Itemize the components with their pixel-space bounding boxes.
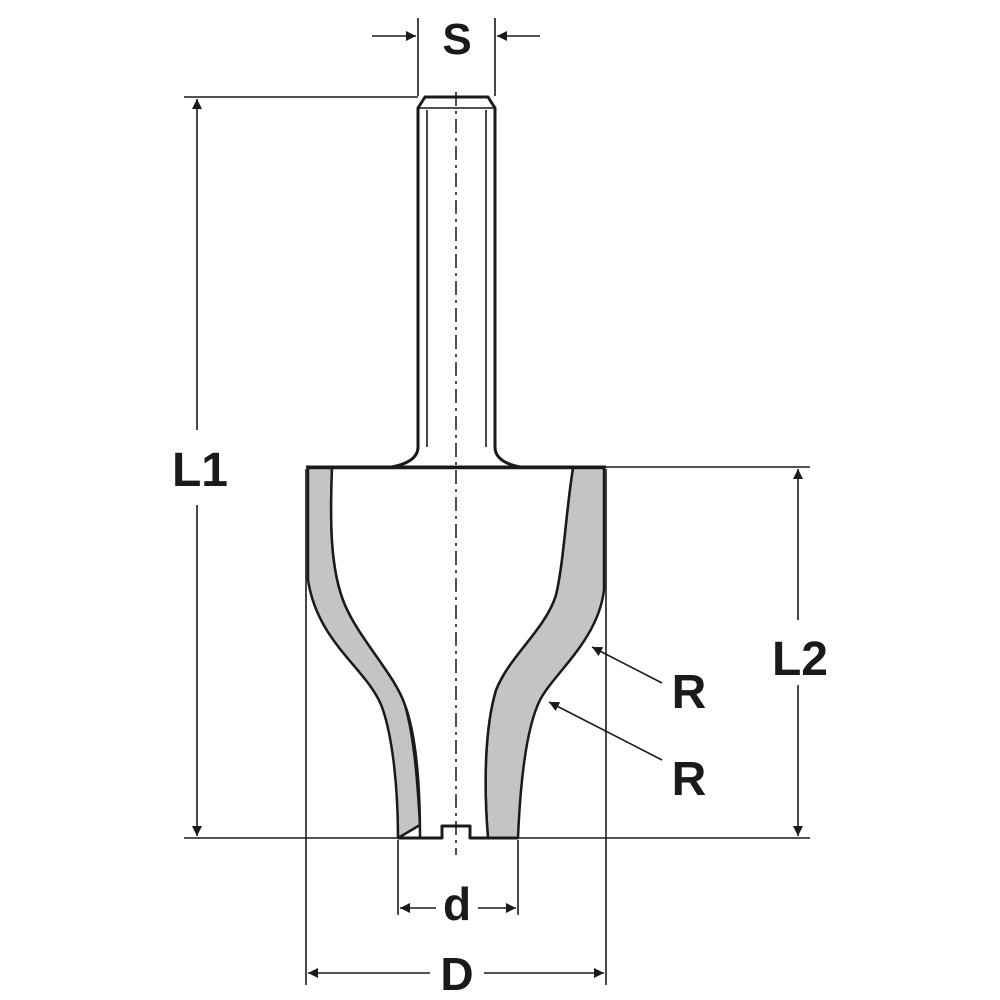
cutter-profile xyxy=(306,465,606,840)
label-r-lower: R xyxy=(672,753,707,806)
dimension-l2: L2 xyxy=(518,466,828,839)
label-r-upper: R xyxy=(672,666,707,719)
label-l2: L2 xyxy=(772,633,828,686)
label-d-small: d xyxy=(443,878,471,930)
radius-callout-upper: R xyxy=(591,646,707,719)
dimension-d-large: D xyxy=(305,469,607,1000)
dimension-s: S xyxy=(372,15,540,96)
dimension-l1: L1 xyxy=(172,96,418,839)
shank xyxy=(390,95,522,469)
dimension-d-small: d xyxy=(397,840,519,930)
shank-outline xyxy=(390,95,522,469)
label-d-large: D xyxy=(440,948,473,1000)
label-l1: L1 xyxy=(172,444,228,497)
label-s: S xyxy=(442,15,471,64)
